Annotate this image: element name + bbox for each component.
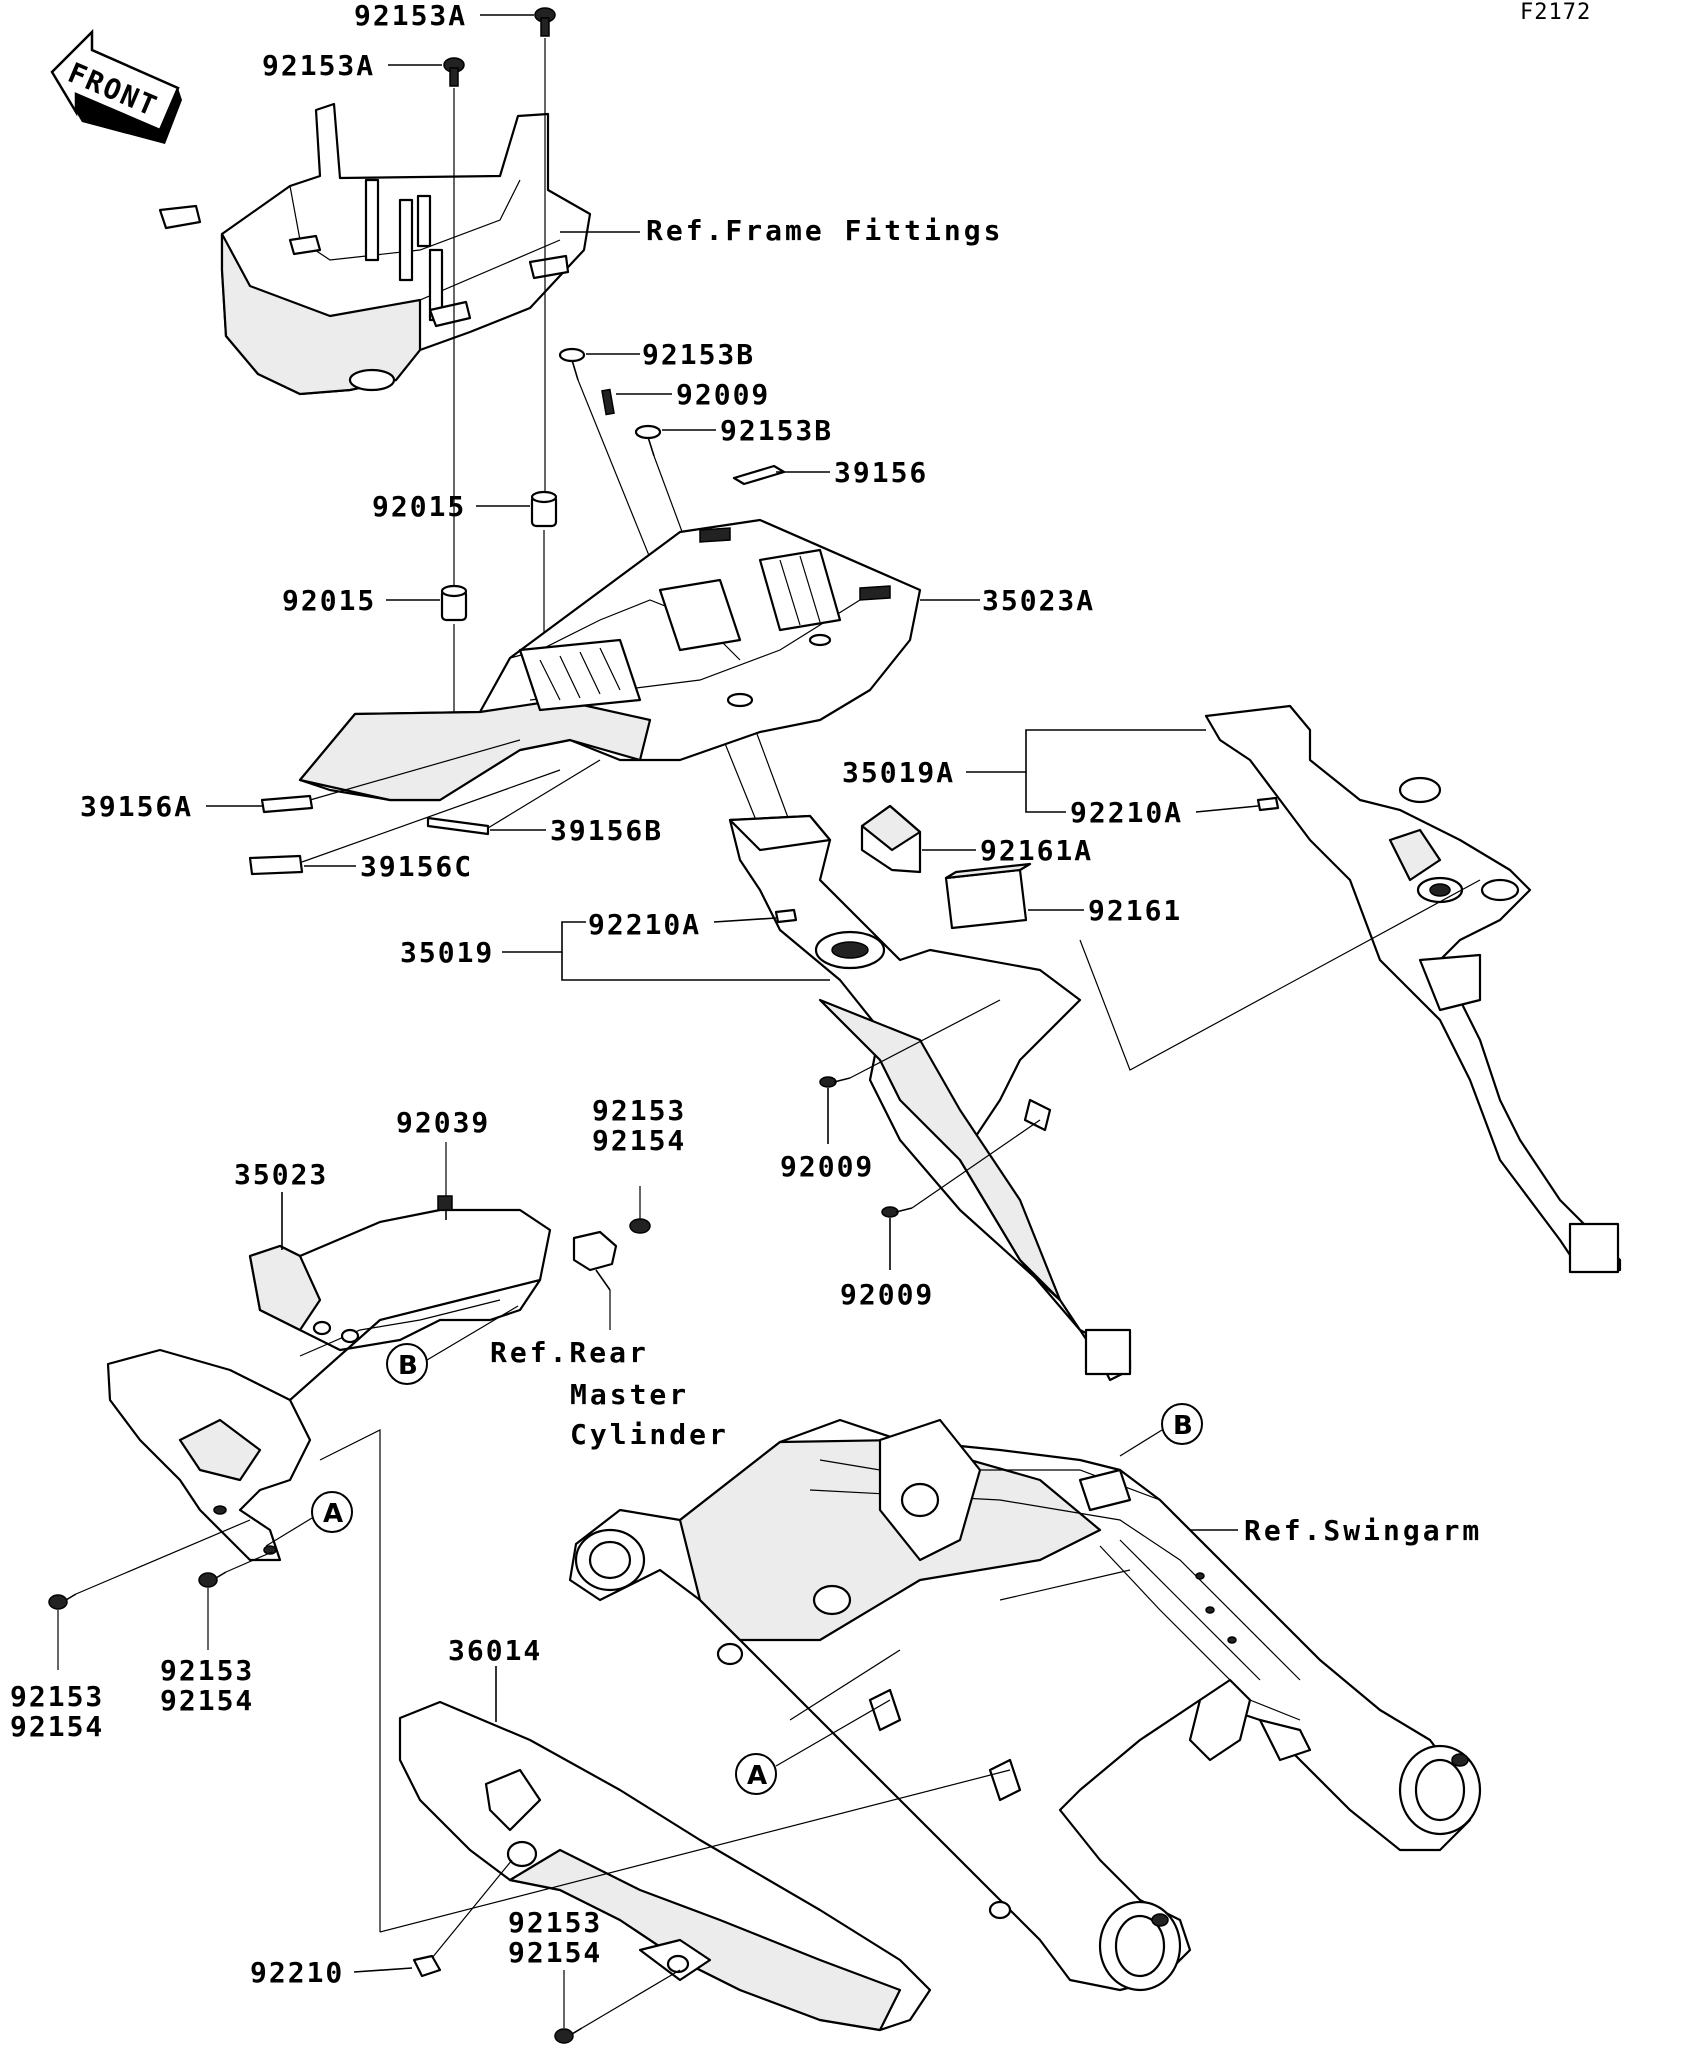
svg-text:A: A — [323, 1499, 343, 1529]
part-label-92153B-second: 92153B — [720, 414, 833, 447]
part-label-39156B: 39156B — [550, 814, 663, 847]
ref-frame-fittings: Ref.Frame Fittings — [646, 214, 1003, 247]
part-label-92210: 92210 — [250, 1956, 344, 1989]
damper-92161-icon — [944, 862, 1032, 930]
svg-text:Master: Master — [570, 1378, 689, 1411]
part-label-92015-upper: 92015 — [372, 490, 466, 523]
part-label-92009-lower: 92009 — [840, 1278, 934, 1311]
part-label-36014: 36014 — [448, 1634, 542, 1667]
screw-92009-top-icon — [601, 388, 615, 416]
part-label-92153A-second: 92153A — [262, 49, 375, 82]
svg-text:B: B — [398, 1351, 418, 1381]
part-label-35019: 35019 — [400, 936, 494, 969]
damper-92161A-icon — [860, 804, 922, 874]
part-label-92015-lower: 92015 — [282, 584, 376, 617]
screw-92153B-first-icon — [558, 347, 586, 381]
bolt-92153-bottom-icon — [554, 2027, 583, 2044]
sticker-39156C-icon — [248, 854, 304, 876]
screw-92153B-second-icon — [634, 424, 662, 457]
svg-text:92153: 92153 — [160, 1654, 254, 1687]
part-label-92153A-top: 92153A — [354, 0, 467, 32]
svg-text:92154: 92154 — [592, 1124, 686, 1157]
part-label-35023A: 35023A — [982, 584, 1095, 617]
diagram-code: F2172 — [1520, 0, 1591, 25]
grommet-92015-lower-icon — [440, 584, 468, 622]
svg-text:92153: 92153 — [508, 1906, 602, 1939]
part-label-92210A-right: 92210A — [1070, 796, 1183, 829]
screw-92039-icon — [437, 1195, 453, 1220]
svg-text:A: A — [747, 1761, 767, 1791]
clip-92210A-right-icon — [1256, 796, 1280, 812]
master-cylinder-clip-icon — [572, 1218, 651, 1291]
bolt-92153A-second-icon — [443, 57, 465, 87]
svg-text:Ref.Rear: Ref.Rear — [490, 1336, 649, 1369]
part-label-92039: 92039 — [396, 1106, 490, 1139]
chain-guard-36014 — [398, 1700, 932, 2032]
part-label-92210A-left: 92210A — [588, 908, 701, 941]
svg-text:92154: 92154 — [160, 1684, 254, 1717]
bracket-35019A — [1204, 704, 1622, 1274]
callout-b-right: B — [1161, 1403, 1203, 1445]
hugger-35023 — [106, 1208, 552, 1562]
part-label-39156: 39156 — [834, 456, 928, 489]
callout-a-lower: A — [735, 1753, 777, 1795]
bolt-92153-left-icon — [48, 1593, 77, 1610]
part-label-35019A: 35019A — [842, 756, 955, 789]
part-label-92153-92154-inner: 92153 92154 — [160, 1654, 254, 1717]
ref-swingarm: Ref.Swingarm — [1244, 1514, 1482, 1547]
frame-fittings-tray — [158, 102, 592, 396]
clip-92210A-left-icon — [774, 908, 798, 924]
part-label-92153-92154-left: 92153 92154 — [10, 1680, 104, 1743]
svg-text:92154: 92154 — [10, 1710, 104, 1743]
front-arrow-icon: FRONT — [50, 28, 182, 144]
bracket-35019 — [728, 814, 1132, 1382]
part-label-92153-92154-bottom: 92153 92154 — [508, 1906, 602, 1969]
part-label-35023: 35023 — [234, 1158, 328, 1191]
part-label-92153B-first: 92153B — [642, 338, 755, 371]
svg-text:Cylinder: Cylinder — [570, 1418, 729, 1451]
sticker-39156-icon — [732, 464, 786, 486]
svg-text:92153: 92153 — [10, 1680, 104, 1713]
bolt-92153A-top-icon — [534, 7, 556, 37]
sticker-39156A-icon — [260, 794, 314, 814]
grommet-92015-upper-icon — [530, 490, 558, 528]
swingarm — [568, 1418, 1482, 1992]
screw-92009-mid-icon — [819, 1076, 851, 1088]
svg-text:B: B — [1173, 1411, 1193, 1441]
rear-fender-35023A — [298, 518, 922, 802]
svg-text:92154: 92154 — [508, 1936, 602, 1969]
ref-rear-master-cylinder: Ref.Rear Master Cylinder — [490, 1336, 729, 1451]
part-label-92009-mid: 92009 — [780, 1150, 874, 1183]
bolt-92153-inner-icon — [198, 1571, 227, 1588]
callout-b-left: B — [386, 1343, 428, 1385]
part-label-92009-top: 92009 — [676, 378, 770, 411]
part-label-39156A: 39156A — [80, 790, 193, 823]
part-label-92153-92154-mid: 92153 92154 — [592, 1094, 686, 1157]
part-label-92161A: 92161A — [980, 834, 1093, 867]
callout-a-upper: A — [311, 1491, 353, 1533]
svg-text:92153: 92153 — [592, 1094, 686, 1127]
part-label-92161: 92161 — [1088, 894, 1182, 927]
clip-92210-icon — [412, 1954, 442, 1978]
screw-92009-lower-icon — [881, 1206, 913, 1218]
sticker-39156B-icon — [426, 816, 490, 836]
part-label-39156C: 39156C — [360, 850, 473, 883]
